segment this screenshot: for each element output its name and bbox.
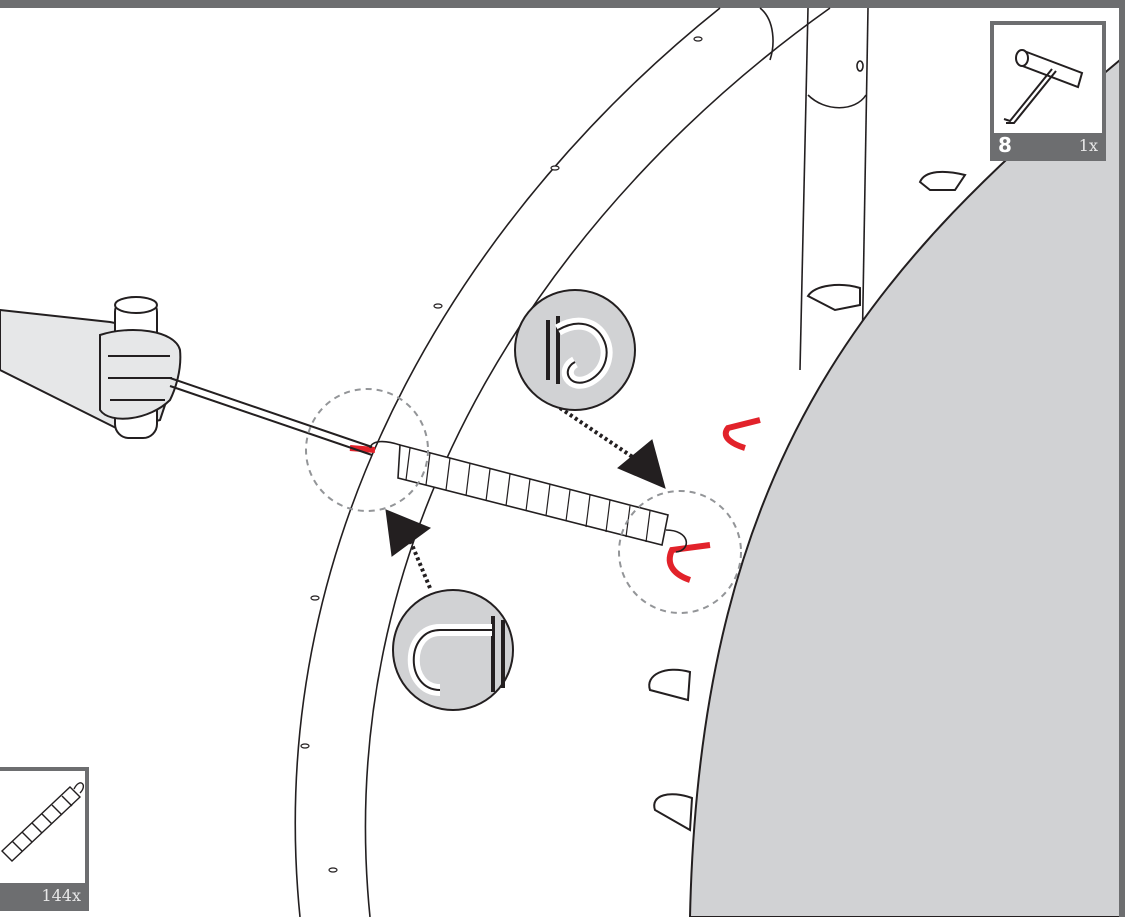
spring-icon [0,782,84,862]
right-border [1119,0,1125,917]
part-caption-spring: 144x [0,883,85,907]
mat-rings-white [648,170,967,832]
callout-circles [305,388,742,614]
trampoline-mat [688,59,1125,917]
part-quantity: 144x [41,885,81,905]
leg-pole [799,7,869,371]
detail-frame-hook [392,589,514,711]
part-caption-tool: 8 1x [994,133,1102,157]
detail-mat-hook [514,289,636,411]
part-box-tool: 8 1x [990,21,1106,161]
frame-holes [300,36,703,873]
top-border [0,0,1125,8]
hand-with-tool [0,296,373,456]
callout-arrows [385,406,666,589]
part-box-spring: 144x [0,767,89,911]
spring-puller-tool-icon [1003,49,1084,124]
part-number: 8 [998,133,1012,157]
part-quantity: 1x [1078,135,1098,155]
frame-ring [294,7,831,917]
spring [369,440,687,553]
